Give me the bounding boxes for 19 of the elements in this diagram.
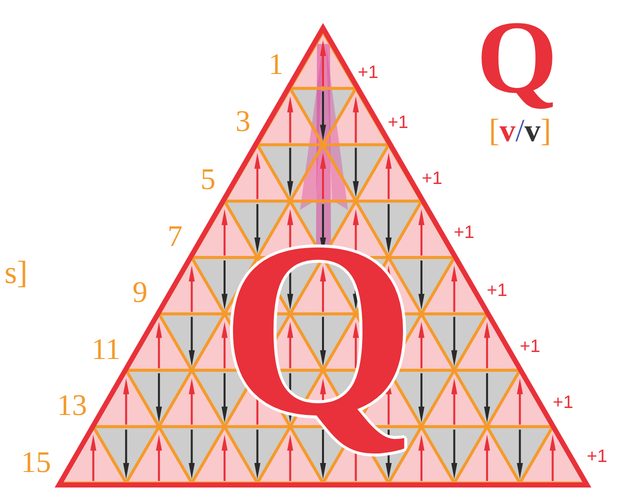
row-count: 13 — [57, 391, 87, 421]
increment-label: +1 — [486, 281, 508, 299]
letter-heading: Q — [476, 6, 558, 110]
row-count: 1 — [268, 50, 284, 80]
increment-label: +1 — [422, 169, 442, 187]
row-count: 9 — [132, 278, 148, 308]
increment-label: +1 — [552, 393, 574, 411]
increment-label: +1 — [520, 337, 540, 355]
row-count: 3 — [236, 107, 250, 137]
increment-label: +1 — [586, 447, 608, 465]
bracket-notation: [v/v] — [488, 114, 552, 146]
row-count: 15 — [21, 448, 51, 478]
row-count: 11 — [92, 335, 120, 365]
row-count: 7 — [168, 222, 182, 252]
increment-label: +1 — [388, 113, 408, 131]
increment-label: +1 — [358, 63, 378, 81]
cut-text: s] — [4, 256, 28, 288]
row-count: 5 — [200, 165, 216, 195]
increment-label: +1 — [454, 223, 474, 241]
